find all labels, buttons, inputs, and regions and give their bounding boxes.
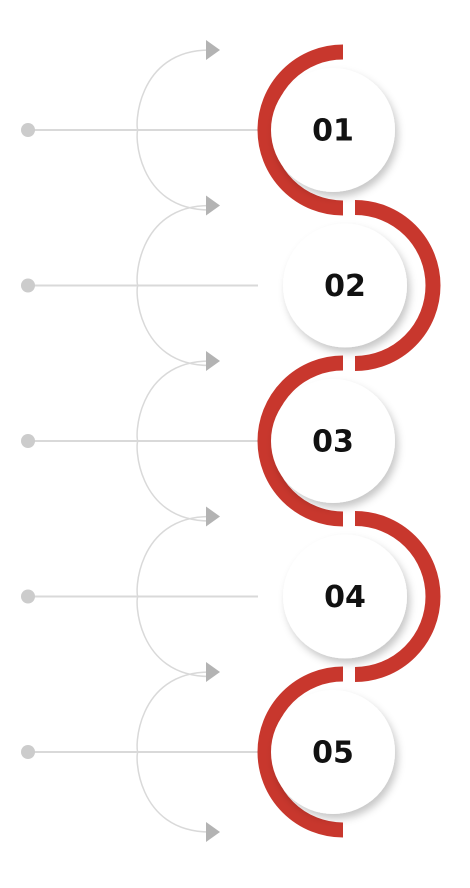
dot-step-1 bbox=[21, 123, 35, 137]
connector-step-1 bbox=[21, 40, 258, 211]
branch-up-step-5 bbox=[136, 671, 211, 753]
branch-up-step-1 bbox=[136, 49, 211, 131]
connector-step-3 bbox=[21, 351, 258, 522]
dot-step-5 bbox=[21, 745, 35, 759]
dot-step-2 bbox=[21, 278, 35, 293]
step-2-number: 02 bbox=[324, 269, 366, 304]
step-1-circle bbox=[271, 68, 395, 192]
dot-step-4 bbox=[21, 589, 35, 604]
step-5-badge: 05 bbox=[271, 690, 395, 814]
step-3-number: 03 bbox=[312, 425, 354, 460]
arrowhead-top-step-5 bbox=[206, 662, 220, 682]
red-arc-step-5 bbox=[257, 666, 344, 838]
red-arc-step-2 bbox=[354, 200, 441, 371]
red-arc-step-4 bbox=[354, 511, 441, 682]
step-circle-layer: 01 02 03 04 05 bbox=[271, 68, 407, 814]
red-arc-step-1 bbox=[257, 44, 344, 216]
connector-step-2 bbox=[21, 195, 258, 367]
branch-up-step-3 bbox=[136, 360, 211, 442]
arrowhead-top-step-1 bbox=[206, 40, 220, 60]
step-4-number: 04 bbox=[324, 580, 366, 615]
branch-up-step-4 bbox=[136, 515, 211, 598]
step-3-circle bbox=[271, 379, 395, 503]
branch-down-step-2 bbox=[136, 284, 211, 367]
red-arc-layer bbox=[257, 44, 441, 838]
dot-step-3 bbox=[21, 434, 35, 448]
step-1-badge: 01 bbox=[271, 68, 395, 192]
arrowhead-top-step-2 bbox=[206, 195, 220, 216]
step-2-circle bbox=[283, 223, 407, 348]
step-1-number: 01 bbox=[312, 114, 354, 149]
step-5-circle bbox=[271, 690, 395, 814]
branch-down-step-1 bbox=[136, 129, 211, 211]
branch-down-step-5 bbox=[136, 751, 211, 833]
branch-down-step-4 bbox=[136, 595, 211, 678]
arrowhead-top-step-3 bbox=[206, 351, 220, 371]
step-4-badge: 04 bbox=[283, 534, 407, 659]
step-4-circle bbox=[283, 534, 407, 659]
step-5-number: 05 bbox=[312, 736, 354, 771]
arrowhead-bottom-step-5 bbox=[206, 822, 220, 842]
step-2-badge: 02 bbox=[283, 223, 407, 348]
arrowhead-top-step-4 bbox=[206, 506, 220, 527]
red-arc-step-3 bbox=[257, 355, 344, 527]
branch-down-step-3 bbox=[136, 440, 211, 522]
step-3-badge: 03 bbox=[271, 379, 395, 503]
connector-step-5 bbox=[21, 662, 258, 842]
connector-layer bbox=[21, 40, 258, 842]
connector-step-4 bbox=[21, 506, 258, 678]
branch-up-step-2 bbox=[136, 204, 211, 287]
